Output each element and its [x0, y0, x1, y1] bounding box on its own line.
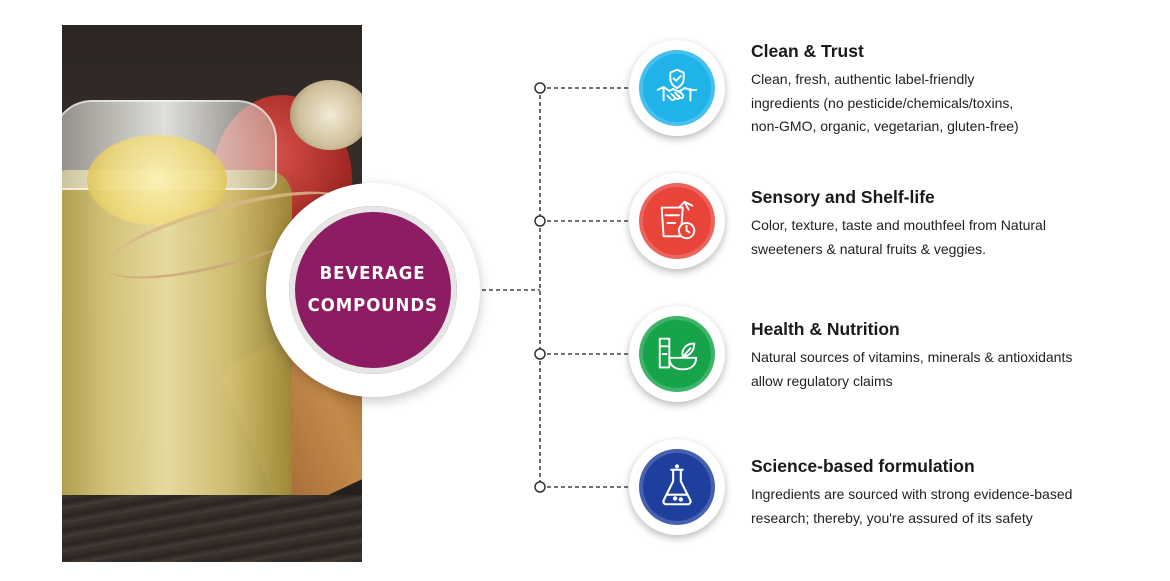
bowl-leaf-icon	[658, 337, 698, 371]
desc-line: Color, texture, taste and mouthfeel from…	[751, 217, 1046, 233]
sensory-shelf-life-desc: Color, texture, taste and mouthfeel from…	[751, 214, 1111, 261]
handshake-shield-icon	[656, 68, 698, 102]
center-title-line1: BEVERAGE	[320, 263, 426, 284]
science-formulation-item: Science-based formulation Ingredients ar…	[751, 455, 1111, 530]
sensory-shelf-life-item: Sensory and Shelf-life Color, texture, t…	[751, 186, 1111, 261]
node-dot-3	[534, 348, 546, 360]
desc-line: Natural sources of vitamins, minerals & …	[751, 349, 1073, 365]
wood-table-shape	[62, 495, 362, 562]
drink-clock-icon	[660, 200, 696, 240]
desc-line: Clean, fresh, authentic label-friendly	[751, 71, 975, 87]
center-title-line2: COMPOUNDS	[307, 295, 439, 316]
sensory-shelf-life-icon-ring	[629, 173, 725, 269]
sensory-shelf-life-title: Sensory and Shelf-life	[751, 187, 935, 207]
jar-body-shape	[62, 170, 292, 525]
node-dot-4	[534, 481, 546, 493]
desc-line: sweeteners & natural fruits & veggies.	[751, 240, 987, 257]
desc-line: Ingredients are sourced with strong evid…	[751, 486, 1073, 502]
flask-icon	[662, 464, 692, 506]
node-dot-2	[534, 215, 546, 227]
beverage-jar-photo	[62, 25, 362, 562]
health-nutrition-title: Health & Nutrition	[751, 319, 900, 339]
science-formulation-desc: Ingredients are sourced with strong evid…	[751, 483, 1111, 530]
science-formulation-icon-ring	[629, 439, 725, 535]
clean-trust-item: Clean & Trust Clean, fresh, authentic la…	[751, 40, 1111, 139]
clean-trust-icon-ring	[629, 40, 725, 136]
health-nutrition-icon-ring	[629, 306, 725, 402]
desc-line: research; thereby, you're assured of its…	[751, 509, 1033, 526]
desc-line: ingredients (no pesticide/chemicals/toxi…	[751, 94, 1014, 111]
center-node: BEVERAGE COMPOUNDS	[289, 206, 457, 374]
health-nutrition-icon-disc	[639, 316, 715, 392]
health-nutrition-desc: Natural sources of vitamins, minerals & …	[751, 346, 1111, 393]
clean-trust-desc: Clean, fresh, authentic label-friendly i…	[751, 68, 1111, 139]
lemon-slice-shape	[87, 135, 227, 225]
health-nutrition-item: Health & Nutrition Natural sources of vi…	[751, 318, 1111, 393]
desc-line: allow regulatory claims	[751, 372, 893, 389]
clean-trust-icon-disc	[639, 50, 715, 126]
science-formulation-title: Science-based formulation	[751, 456, 975, 476]
node-dot-1	[534, 82, 546, 94]
desc-line: non-GMO, organic, vegetarian, gluten-fre…	[751, 118, 1019, 134]
sensory-shelf-life-icon-disc	[639, 183, 715, 259]
clean-trust-title: Clean & Trust	[751, 41, 864, 61]
science-formulation-icon-disc	[639, 449, 715, 525]
apple-slice-shape	[290, 80, 362, 150]
